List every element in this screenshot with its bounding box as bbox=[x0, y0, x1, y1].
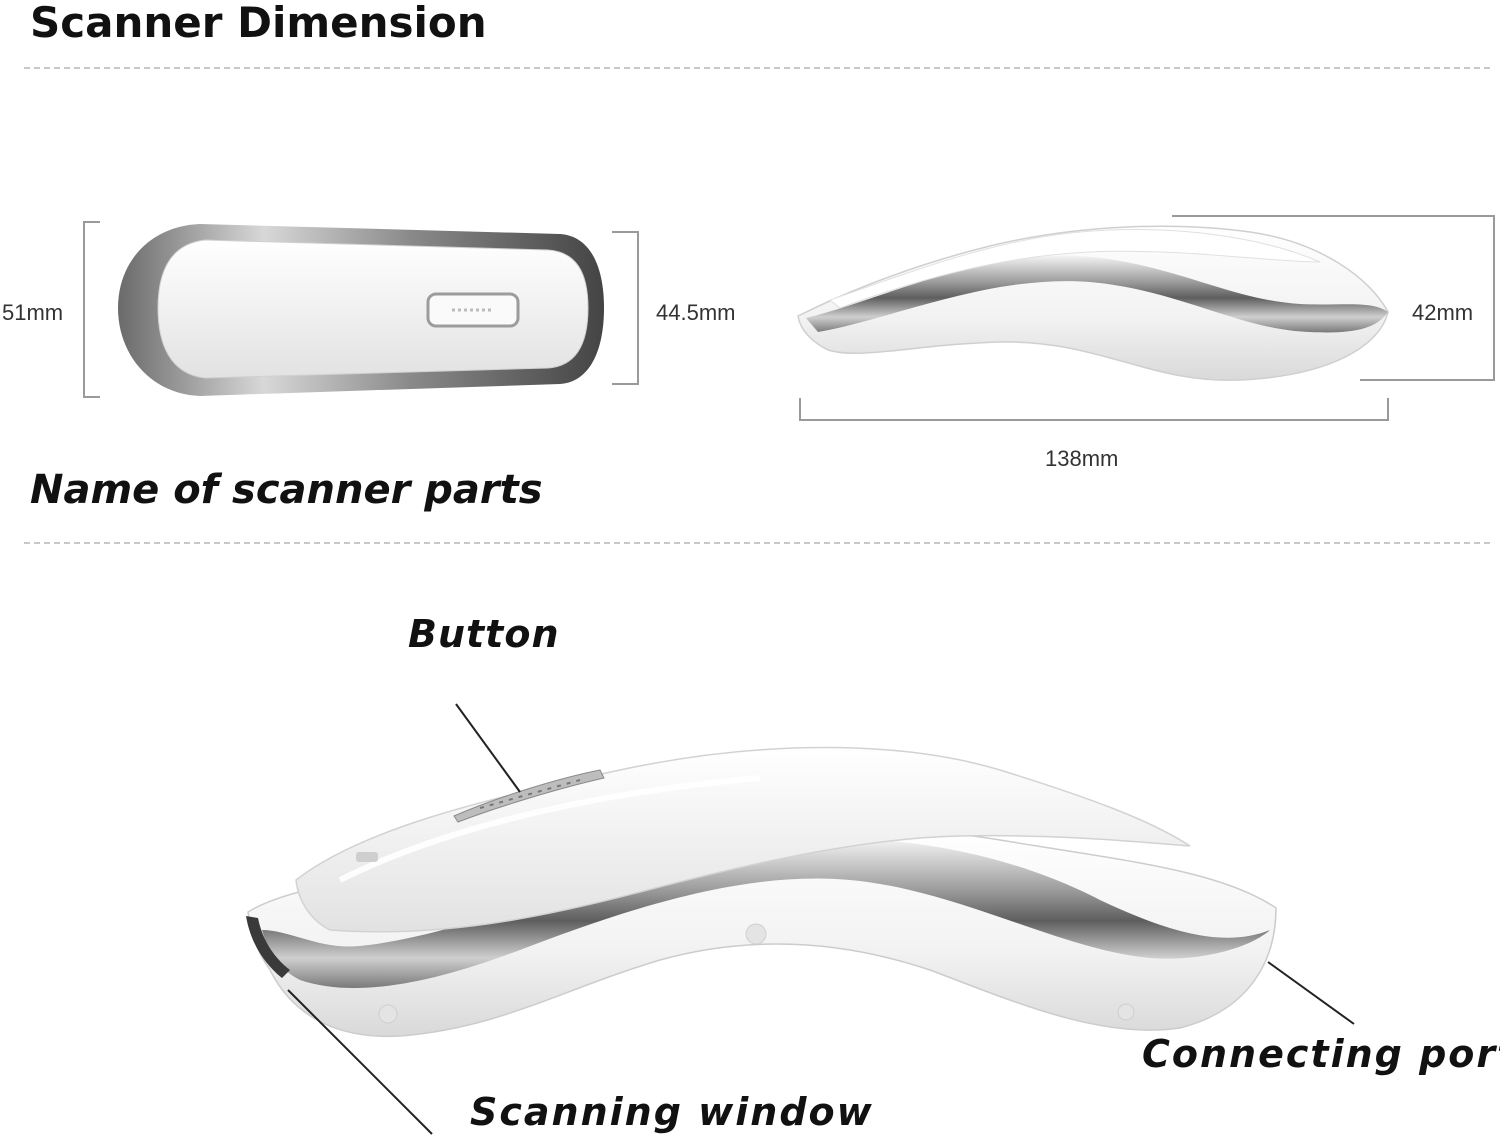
bracket-side-length bbox=[799, 398, 1389, 421]
scanner-screw-hole bbox=[1117, 1003, 1135, 1021]
bracket-side-height bbox=[1172, 215, 1495, 381]
bracket-left bbox=[83, 221, 100, 398]
leader-line-button bbox=[455, 703, 521, 793]
section-divider bbox=[24, 67, 1490, 69]
dimension-label-top-height: 51mm bbox=[2, 300, 64, 325]
dimension-label-top-width: 44.5mm bbox=[656, 300, 736, 325]
section-divider bbox=[24, 542, 1490, 544]
dimension-label-side-length: 138mm bbox=[1045, 446, 1119, 471]
scanner-main-chrome-band bbox=[262, 838, 1270, 989]
scanner-top-body bbox=[157, 239, 589, 379]
scanner-side-view bbox=[797, 215, 1495, 421]
part-label-connecting-port: Connecting port bbox=[1142, 1032, 1500, 1076]
scanner-side-top-cap bbox=[828, 229, 1321, 309]
scanner-scanning-window bbox=[246, 916, 290, 978]
scanner-main-button bbox=[453, 769, 605, 823]
part-label-scanning-window: Scanning window bbox=[470, 1090, 874, 1134]
leader-line-scanning-window bbox=[287, 989, 433, 1135]
scanner-screw-hole bbox=[745, 923, 767, 945]
bracket-right bbox=[612, 231, 639, 385]
scanner-top-view bbox=[83, 221, 639, 398]
scanner-screw-hole bbox=[378, 1004, 398, 1024]
scanner-parts-view bbox=[246, 703, 1355, 1135]
scanner-indicator-led bbox=[356, 852, 378, 862]
scanner-side-chrome-band bbox=[806, 255, 1388, 333]
part-label-button: Button bbox=[408, 612, 560, 656]
dimension-label-side-height: 42mm bbox=[1412, 300, 1474, 325]
section-title-parts: Name of scanner parts bbox=[30, 467, 543, 513]
leader-line-connecting-port bbox=[1267, 961, 1355, 1025]
section-title-dimension: Scanner Dimension bbox=[30, 0, 487, 47]
